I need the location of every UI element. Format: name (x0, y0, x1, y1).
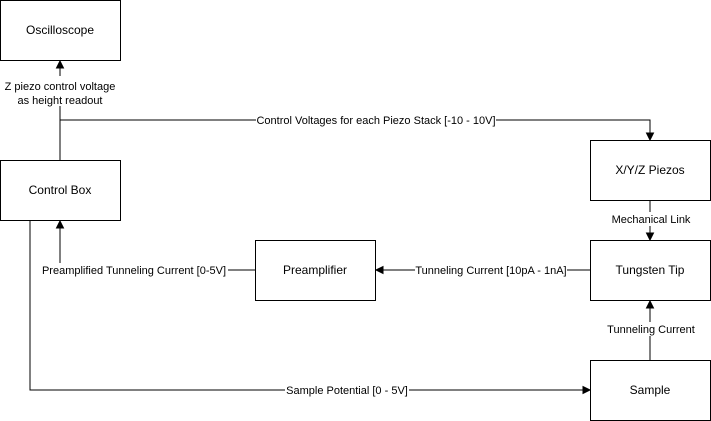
arrow-head-icon (645, 232, 655, 242)
node-label-preamplifier: Preamplifier (283, 263, 347, 277)
edge-sample-potential: Sample Potential [0 - 5V] (29, 220, 592, 397)
node-label-oscilloscope: Oscilloscope (26, 23, 94, 37)
node-preamplifier[interactable]: Preamplifier (255, 240, 376, 301)
edge-preamplified-current: Preamplified Tunneling Current [0-5V] (40, 219, 255, 277)
arrow-head-icon (55, 59, 65, 69)
node-label-sample: Sample (630, 383, 671, 397)
edge-z-readout: Z piezo control voltage as height readou… (2, 59, 118, 160)
node-label-control-box: Control Box (29, 183, 92, 197)
node-label-tungsten-tip: Tungsten Tip (616, 263, 685, 277)
edge-label-tunneling-current-range: Tunneling Current [10pA - 1nA] (415, 265, 566, 277)
edge-label-tunneling-current: Tunneling Current (607, 324, 695, 336)
arrow-head-icon (582, 385, 592, 395)
arrow-head-icon (645, 132, 655, 142)
edge-label-preamplified-current: Preamplified Tunneling Current [0-5V] (42, 265, 226, 277)
edge-label-z-readout-line2: as height readout (17, 95, 102, 107)
node-control-box[interactable]: Control Box (0, 160, 121, 221)
edge-label-mechanical-link: Mechanical Link (612, 214, 691, 226)
node-oscilloscope[interactable]: Oscilloscope (0, 0, 121, 61)
node-label-xyz-piezos: X/Y/Z Piezos (615, 163, 684, 177)
edge-label-control-voltages: Control Voltages for each Piezo Stack [-… (256, 115, 495, 127)
edge-tunneling-current: Tunneling Current (606, 299, 696, 360)
node-xyz-piezos[interactable]: X/Y/Z Piezos (590, 140, 711, 201)
edge-tunneling-current-range: Tunneling Current [10pA - 1nA] (374, 263, 590, 277)
edge-label-sample-potential: Sample Potential [0 - 5V] (286, 385, 408, 397)
node-sample[interactable]: Sample (590, 360, 711, 421)
edge-mechanical-link: Mechanical Link (610, 200, 692, 242)
arrow-head-icon (55, 219, 65, 229)
edge-label-z-readout-line1: Z piezo control voltage (5, 81, 116, 93)
arrow-head-icon (374, 265, 384, 275)
edge-control-voltages: Control Voltages for each Piezo Stack [-… (60, 114, 655, 142)
node-tungsten-tip[interactable]: Tungsten Tip (590, 240, 711, 301)
arrow-head-icon (645, 299, 655, 309)
